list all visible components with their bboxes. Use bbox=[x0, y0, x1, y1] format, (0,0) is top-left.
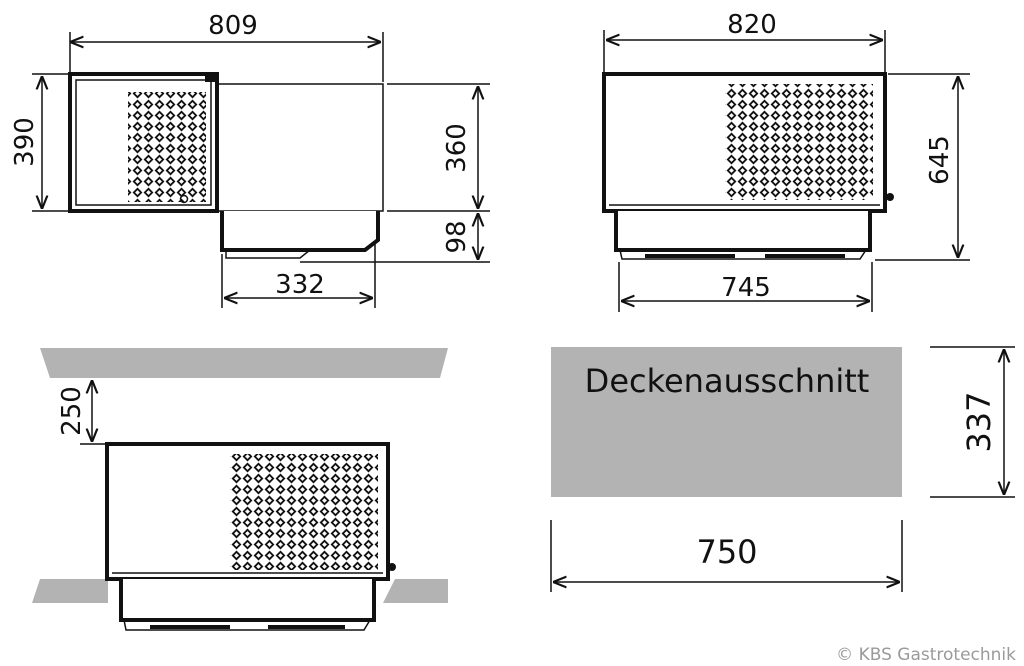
dim-360-label: 360 bbox=[442, 123, 472, 173]
dim-332-label: 332 bbox=[275, 270, 325, 300]
side-inner-frame bbox=[75, 79, 212, 206]
cutout-label: Deckenausschnitt bbox=[585, 362, 870, 400]
dim-337-label: 337 bbox=[960, 391, 998, 452]
front-evaporator bbox=[614, 211, 872, 252]
front-connector bbox=[886, 193, 894, 201]
dim-745-label: 745 bbox=[721, 273, 771, 303]
dim-250-label: 250 bbox=[57, 386, 87, 436]
side-valve-icon bbox=[179, 194, 189, 204]
installed-evaporator bbox=[119, 579, 376, 622]
installed-drain-tray bbox=[123, 619, 371, 631]
ceiling-lower-right bbox=[383, 579, 448, 603]
dim-645-label: 645 bbox=[925, 135, 955, 185]
front-drain-tray bbox=[619, 249, 867, 260]
side-grille bbox=[128, 92, 206, 202]
side-view: 809 390 360 98 332 bbox=[10, 11, 490, 308]
installed-connector bbox=[388, 563, 396, 571]
side-connector bbox=[205, 74, 215, 82]
side-drain-tray bbox=[225, 249, 311, 259]
front-grille bbox=[725, 84, 873, 200]
side-lower-body bbox=[216, 83, 384, 212]
ceiling-cutout bbox=[551, 347, 902, 497]
copyright-text: © KBS Gastrotechnik bbox=[836, 645, 1016, 665]
dim-98-label: 98 bbox=[442, 220, 472, 253]
front-view: 820 645 745 bbox=[602, 10, 970, 312]
dim-820-label: 820 bbox=[727, 10, 777, 40]
dim-750-label: 750 bbox=[696, 533, 757, 571]
ceiling-lower-left bbox=[32, 579, 108, 603]
installed-grille bbox=[230, 454, 378, 570]
dim-390-label: 390 bbox=[10, 117, 40, 167]
ceiling-upper bbox=[40, 348, 448, 378]
installed-view: 250 bbox=[32, 348, 448, 631]
cutout-view: Deckenausschnitt 337 750 bbox=[550, 346, 1015, 592]
side-evaporator bbox=[220, 211, 380, 252]
dim-809-label: 809 bbox=[208, 11, 258, 41]
